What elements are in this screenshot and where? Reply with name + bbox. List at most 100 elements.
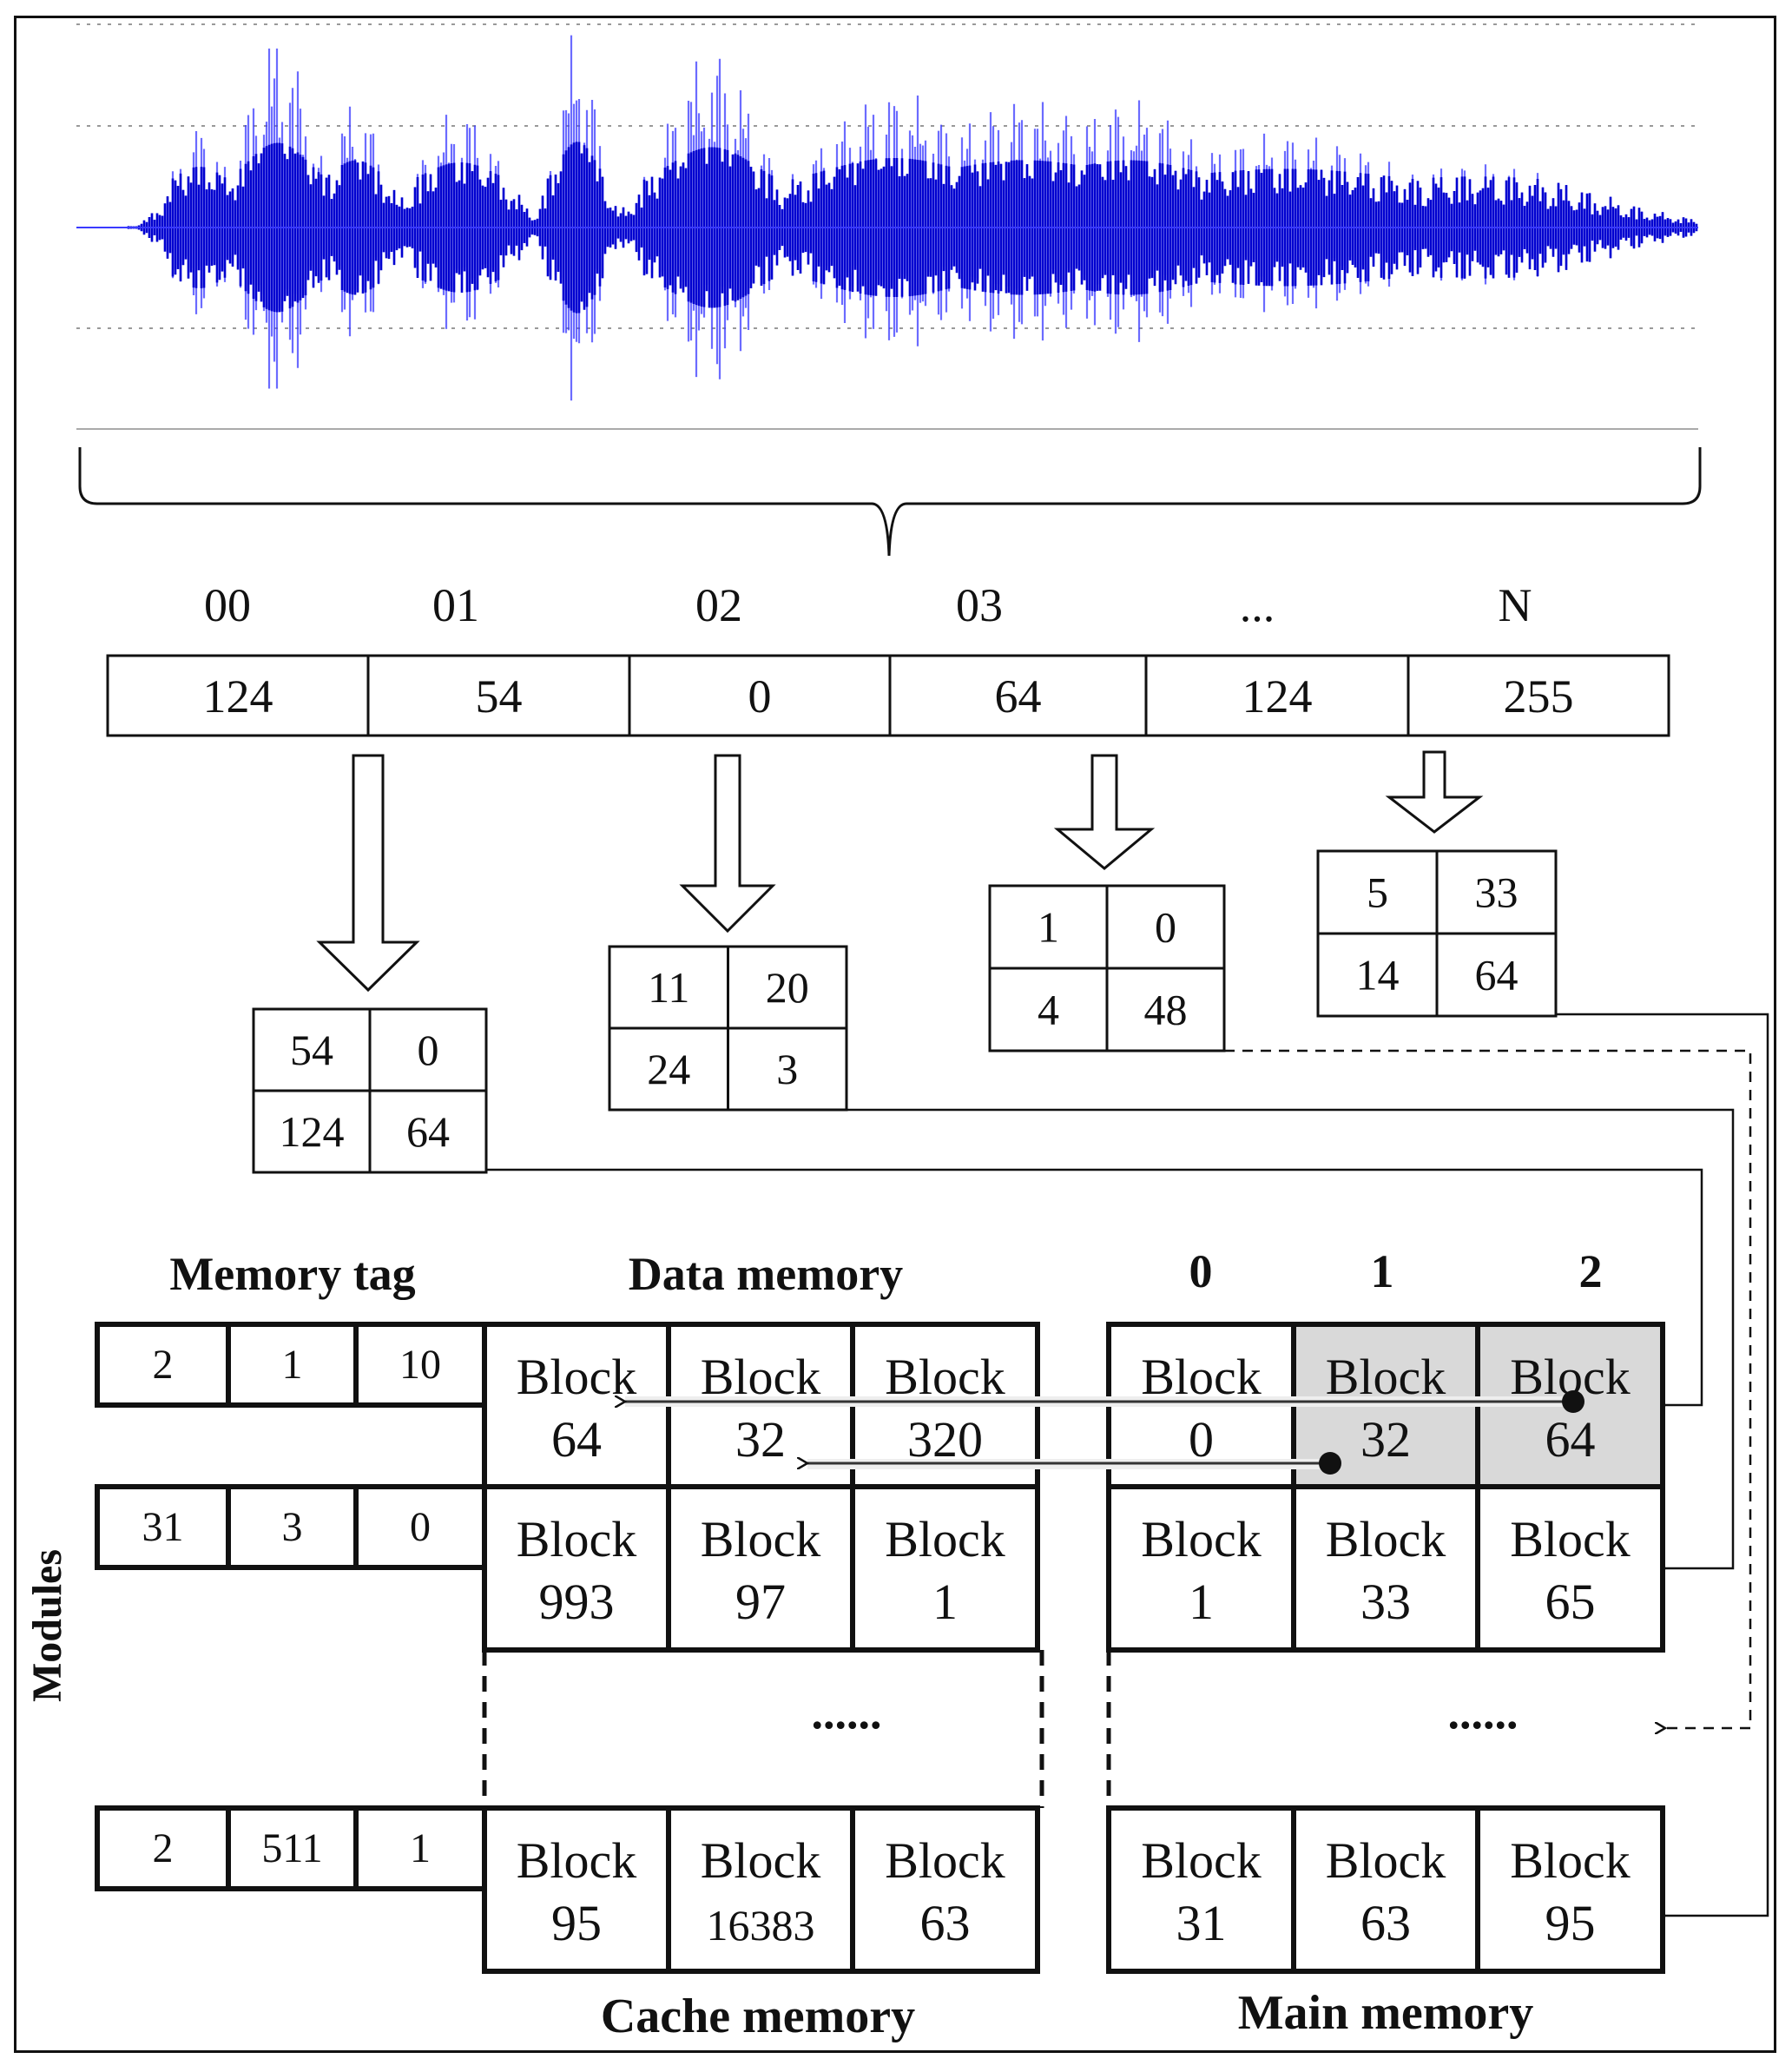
table-cell: 54 (290, 1026, 333, 1074)
table-cell: 11 (648, 963, 689, 1012)
main-block-word: Block (1141, 1511, 1262, 1567)
main-block-word: Block (1326, 1832, 1446, 1889)
main-block-word: Block (1141, 1832, 1262, 1889)
cache-block-number: 993 (539, 1574, 615, 1630)
table-cell: 4 (1038, 986, 1059, 1034)
data-memory-label: Data memory (629, 1248, 903, 1300)
main-col-header-1: 1 (1371, 1245, 1394, 1297)
tag-strip (95, 1484, 487, 1570)
value-cell: 64 (995, 670, 1042, 723)
value-strip-frame (106, 654, 1670, 737)
value-cell: 54 (476, 670, 523, 723)
table-cell: 24 (647, 1045, 690, 1093)
cache-block-number: 320 (907, 1411, 983, 1468)
table-cell: 48 (1144, 986, 1188, 1034)
main-block (1291, 1805, 1480, 1974)
down-arrow (1053, 754, 1156, 870)
main-row-2: Block 1 Block 33 Block 65 (1106, 1484, 1665, 1653)
cache-block-number: 64 (551, 1411, 602, 1468)
index-label: 00 (204, 579, 251, 631)
cache-block-word: Block (701, 1511, 821, 1567)
tag-cell: 3 (282, 1504, 303, 1550)
connector-table2 (847, 1108, 1735, 1568)
main-block-number: 63 (1360, 1895, 1411, 1951)
cache-block-word: Block (885, 1349, 1005, 1405)
connector-table3 (1224, 1049, 1752, 1728)
tag-cell: 2 (153, 1342, 174, 1388)
table-cell: 3 (776, 1045, 798, 1093)
transfer-arrows (625, 1390, 1584, 1475)
index-label: 02 (695, 579, 742, 631)
cache-block-word: Block (885, 1511, 1005, 1567)
index-label: 03 (956, 579, 1003, 631)
main-block-number: 65 (1545, 1574, 1596, 1630)
cache-block-word: Block (885, 1832, 1005, 1889)
cache-block-word: Block (517, 1832, 637, 1889)
table-cell: 1 (1038, 903, 1059, 952)
main-block-word: Block (1510, 1832, 1631, 1889)
main-block-number: 0 (1189, 1411, 1214, 1468)
down-arrow (679, 754, 776, 934)
table-cell: 124 (280, 1107, 345, 1156)
tag-cell: 2 (153, 1825, 174, 1871)
cache-block-word: Block (517, 1511, 637, 1567)
table-cell: 20 (766, 963, 809, 1012)
down-arrow (316, 754, 420, 993)
cache-block-number: 1 (932, 1574, 958, 1630)
main-ellipsis: ...... (1448, 1686, 1519, 1739)
main-col-header-0: 0 (1189, 1245, 1213, 1297)
transfer-dot-32 (1319, 1452, 1341, 1475)
main-block-word: Block (1326, 1511, 1446, 1567)
table-3: 1 0 4 48 (988, 884, 1226, 1052)
cache-block-word: Block (701, 1349, 821, 1405)
index-label: ... (1240, 579, 1275, 631)
connectors (486, 1013, 1769, 1916)
connector-table1 (486, 1168, 1703, 1405)
segment-brace (78, 447, 1702, 557)
main-block (1475, 1484, 1665, 1653)
tag-cell: 10 (399, 1342, 441, 1388)
main-block-word: Block (1141, 1349, 1262, 1405)
cache-block (850, 1484, 1040, 1653)
tag-strip (95, 1322, 487, 1408)
value-cell: 255 (1504, 670, 1574, 723)
value-cell: 124 (203, 670, 273, 723)
table-cell: 0 (1155, 903, 1176, 952)
cache-block (666, 1805, 855, 1974)
waveform-plot (76, 23, 1698, 430)
main-block (1106, 1805, 1296, 1974)
table-cell: 0 (418, 1026, 439, 1074)
cache-block-number: 32 (735, 1411, 786, 1468)
tag-strip (95, 1805, 487, 1891)
cache-block-number: 95 (551, 1895, 602, 1951)
main-block-word: Block (1510, 1511, 1631, 1567)
table-2: 11 20 24 3 (608, 945, 848, 1112)
cache-block (482, 1805, 671, 1974)
cache-block-word: Block (517, 1349, 637, 1405)
tag-cell: 511 (261, 1825, 322, 1871)
table-cell: 64 (1475, 951, 1519, 1000)
down-arrow (1385, 750, 1484, 834)
cache-block-number: 16383 (707, 1901, 815, 1950)
main-block-number: 33 (1360, 1574, 1411, 1630)
table-1: 54 0 124 64 (252, 1007, 488, 1174)
value-cell: 124 (1242, 670, 1313, 723)
table-cell: 64 (406, 1107, 450, 1156)
main-block (1475, 1805, 1665, 1974)
index-label: 01 (432, 579, 479, 631)
tag-cell: 1 (410, 1825, 431, 1871)
table-cell: 33 (1475, 868, 1519, 917)
cache-memory-label: Cache memory (601, 1990, 915, 2043)
cache-ellipsis: ...... (812, 1686, 882, 1739)
main-block-number: 1 (1189, 1574, 1214, 1630)
value-cell: 0 (748, 670, 772, 723)
main-block-number: 95 (1545, 1895, 1596, 1951)
main-block-number: 64 (1545, 1411, 1596, 1468)
